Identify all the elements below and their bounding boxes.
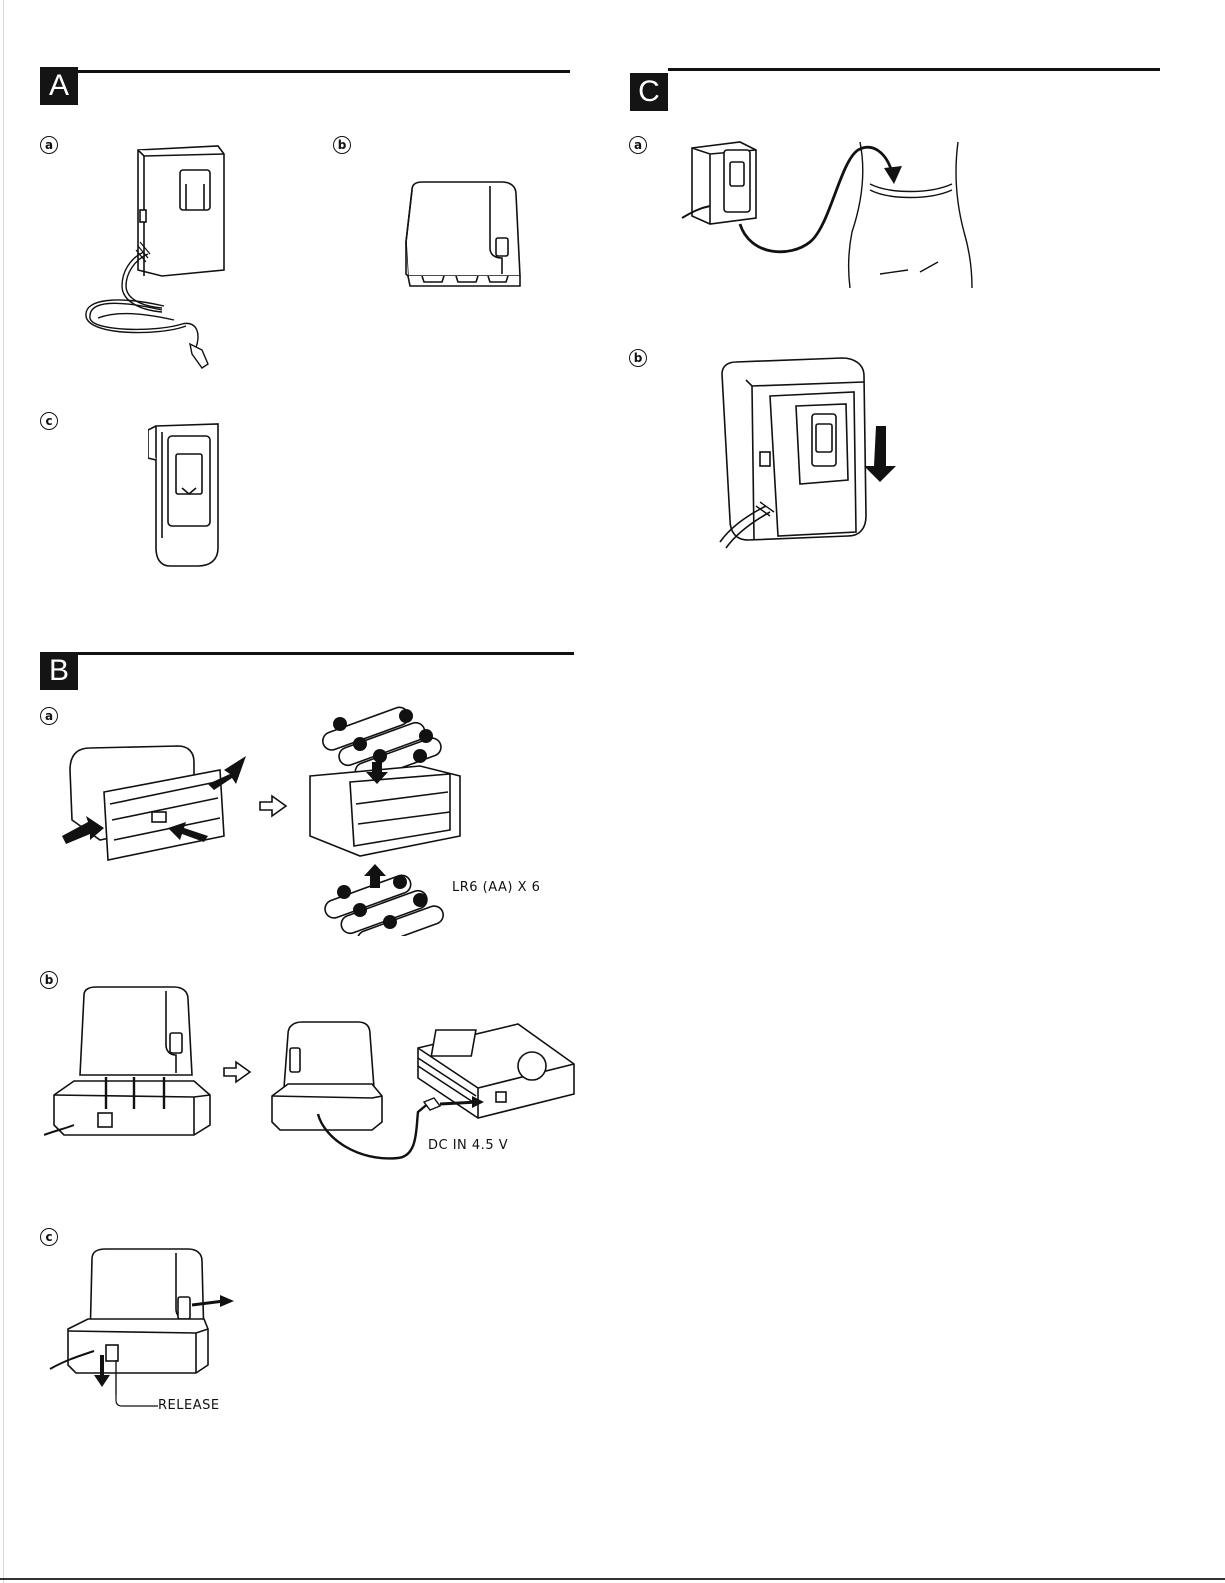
battery-case-icon bbox=[78, 140, 238, 370]
item-a-b-marker: b bbox=[333, 136, 351, 154]
release-label: RELEASE bbox=[158, 1398, 220, 1413]
hollow-arrow-icon bbox=[258, 794, 288, 818]
battery-count-label: LR6 (AA) X 6 bbox=[452, 880, 540, 895]
section-a-letter: A bbox=[40, 67, 78, 105]
belt-clip-icon bbox=[148, 418, 228, 570]
hollow-arrow-icon bbox=[222, 1060, 252, 1084]
waist-icon bbox=[680, 132, 980, 292]
item-c-b-marker: b bbox=[629, 349, 647, 367]
section-b-rule bbox=[78, 652, 574, 655]
section-c-rule bbox=[668, 68, 1160, 71]
item-c-a-marker: a bbox=[629, 136, 647, 154]
dc-in-label: DC IN 4.5 V bbox=[428, 1138, 508, 1153]
md-player-icon bbox=[268, 1018, 578, 1164]
battery-pack-icon bbox=[398, 178, 528, 290]
item-a-c-marker: c bbox=[40, 412, 58, 430]
page-edge-bottom bbox=[0, 1578, 1225, 1580]
battery-case-open-icon bbox=[60, 740, 260, 870]
section-c-letter: C bbox=[630, 73, 668, 111]
belt-clip-attach-icon bbox=[716, 356, 906, 552]
section-a-rule bbox=[78, 70, 570, 73]
aa-battery-icon bbox=[300, 696, 480, 936]
release-leader-line bbox=[114, 1360, 158, 1410]
item-a-a-marker: a bbox=[40, 136, 58, 154]
section-b-letter: B bbox=[40, 652, 78, 690]
charger-icon bbox=[44, 985, 214, 1145]
page-edge-left bbox=[3, 0, 4, 1583]
item-b-a-marker: a bbox=[40, 707, 58, 725]
item-b-c-marker: c bbox=[40, 1228, 58, 1246]
